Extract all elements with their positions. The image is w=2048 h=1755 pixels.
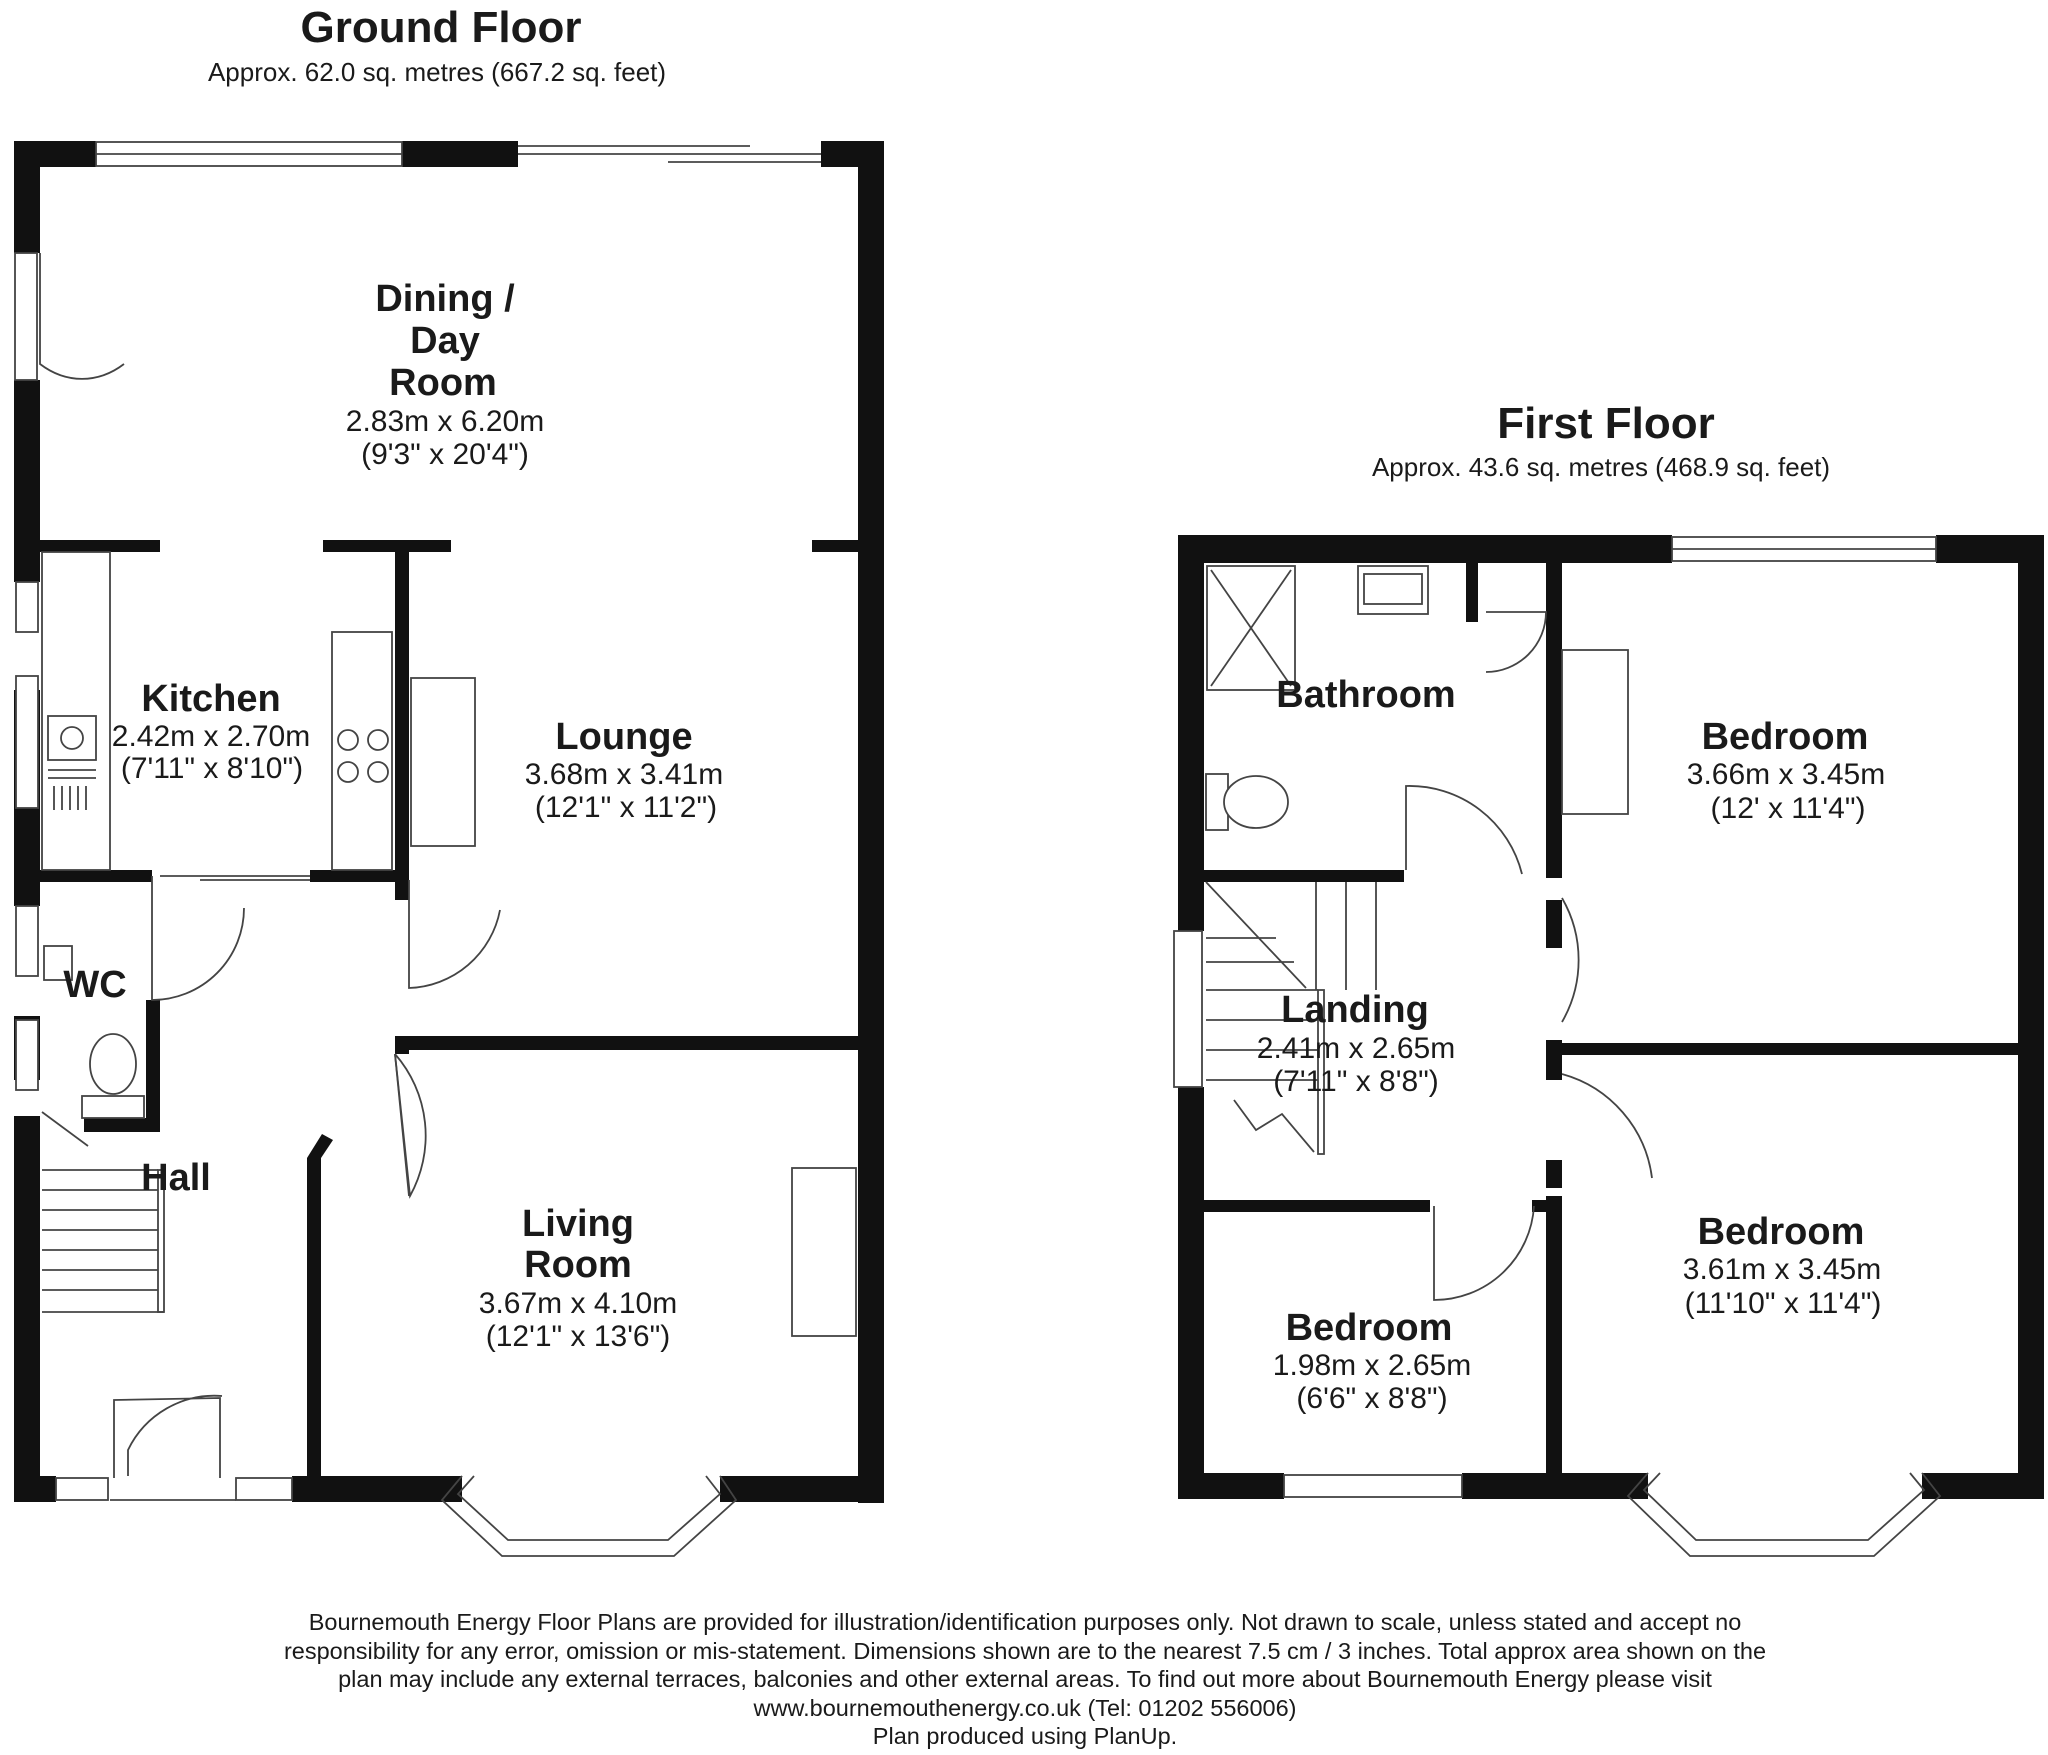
first-floor-doors [1405, 611, 1653, 1301]
disclaimer-line: responsibility for any error, omission o… [283, 1637, 1767, 1664]
kitchen-name: Kitchen [141, 678, 280, 720]
dining-dim-metric: 2.83m x 6.20m [346, 405, 544, 438]
first-floor-fixtures [1205, 565, 1629, 1155]
bed1-dim-imperial: (12' x 11'4") [1711, 792, 1866, 825]
bed1-dim-metric: 3.66m x 3.45m [1687, 758, 1885, 791]
ground-floor-walls [14, 141, 884, 1503]
ground-floor-fixtures [41, 551, 857, 1337]
ground-room-lounge: Lounge 3.68m x 3.41m (12'1" x 11'2") [525, 716, 723, 824]
first-floor-windows [1173, 536, 1942, 1557]
first-floor-plan: First Floor Approx. 43.6 sq. metres (468… [1173, 399, 2044, 1557]
lounge-name: Lounge [555, 716, 692, 758]
disclaimer-line: plan may include any external terraces, … [338, 1666, 1712, 1692]
ground-room-living: Living Room 3.67m x 4.10m (12'1" x 13'6"… [479, 1203, 677, 1353]
ground-room-wc: WC [63, 964, 126, 1006]
hall-name: Hall [141, 1157, 211, 1199]
ground-floor-plan: Ground Floor Approx. 62.0 sq. metres (66… [14, 3, 884, 1557]
first-floor-title: First Floor [1497, 399, 1715, 448]
first-room-bathroom: Bathroom [1276, 674, 1455, 716]
disclaimer-line: Plan produced using PlanUp. [872, 1723, 1178, 1749]
kitchen-dim-metric: 2.42m x 2.70m [112, 720, 310, 753]
lounge-dim-metric: 3.68m x 3.41m [525, 758, 723, 791]
ground-floor-windows [15, 141, 821, 1557]
ground-room-kitchen: Kitchen 2.42m x 2.70m (7'11" x 8'10") [112, 678, 310, 785]
landing-dim-imperial: (7'11" x 8'8") [1273, 1065, 1439, 1098]
disclaimer-line: Bournemouth Energy Floor Plans are provi… [308, 1609, 1742, 1635]
dining-dim-imperial: (9'3" x 20'4") [361, 438, 529, 471]
bed2-dim-imperial: (11'10" x 11'4") [1685, 1287, 1882, 1320]
living-dim-imperial: (12'1" x 13'6") [486, 1320, 671, 1353]
wc-name: WC [63, 964, 126, 1006]
first-room-bed1: Bedroom 3.66m x 3.45m (12' x 11'4") [1687, 716, 1885, 825]
bed2-name: Bedroom [1698, 1211, 1865, 1253]
disclaimer-link[interactable]: www.bournemouthenergy.co.uk (Tel: 01202 … [753, 1694, 1297, 1721]
dining-name-3: Room [389, 362, 497, 404]
bed3-name: Bedroom [1286, 1307, 1453, 1349]
ground-room-dining: Dining / Day Room 2.83m x 6.20m (9'3" x … [346, 278, 544, 471]
ground-floor-title: Ground Floor [300, 3, 581, 52]
ground-floor-doors [14, 252, 501, 1501]
bed3-dim-metric: 1.98m x 2.65m [1273, 1349, 1471, 1382]
bed1-name: Bedroom [1702, 716, 1869, 758]
first-room-bed2: Bedroom 3.61m x 3.45m (11'10" x 11'4") [1683, 1211, 1882, 1320]
landing-name: Landing [1281, 989, 1429, 1031]
ground-room-hall: Hall [141, 1157, 211, 1199]
kitchen-dim-imperial: (7'11" x 8'10") [121, 752, 303, 785]
disclaimer: Bournemouth Energy Floor Plans are provi… [200, 1608, 1850, 1751]
bed3-dim-imperial: (6'6" x 8'8") [1296, 1382, 1447, 1415]
dining-name-2: Day [410, 320, 480, 362]
living-name-1: Living [522, 1203, 634, 1245]
lounge-dim-imperial: (12'1" x 11'2") [535, 791, 717, 824]
living-name-2: Room [524, 1244, 632, 1286]
living-dim-metric: 3.67m x 4.10m [479, 1287, 677, 1320]
first-floor-walls [1178, 535, 2044, 1499]
first-room-bed3: Bedroom 1.98m x 2.65m (6'6" x 8'8") [1273, 1307, 1471, 1415]
ground-floor-area: Approx. 62.0 sq. metres (667.2 sq. feet) [208, 57, 666, 87]
landing-dim-metric: 2.41m x 2.65m [1257, 1032, 1455, 1065]
first-floor-area: Approx. 43.6 sq. metres (468.9 sq. feet) [1372, 452, 1830, 482]
bed2-dim-metric: 3.61m x 3.45m [1683, 1253, 1881, 1286]
first-room-landing: Landing 2.41m x 2.65m (7'11" x 8'8") [1257, 989, 1455, 1098]
bathroom-name: Bathroom [1276, 674, 1455, 716]
dining-name-1: Dining / [375, 278, 515, 320]
